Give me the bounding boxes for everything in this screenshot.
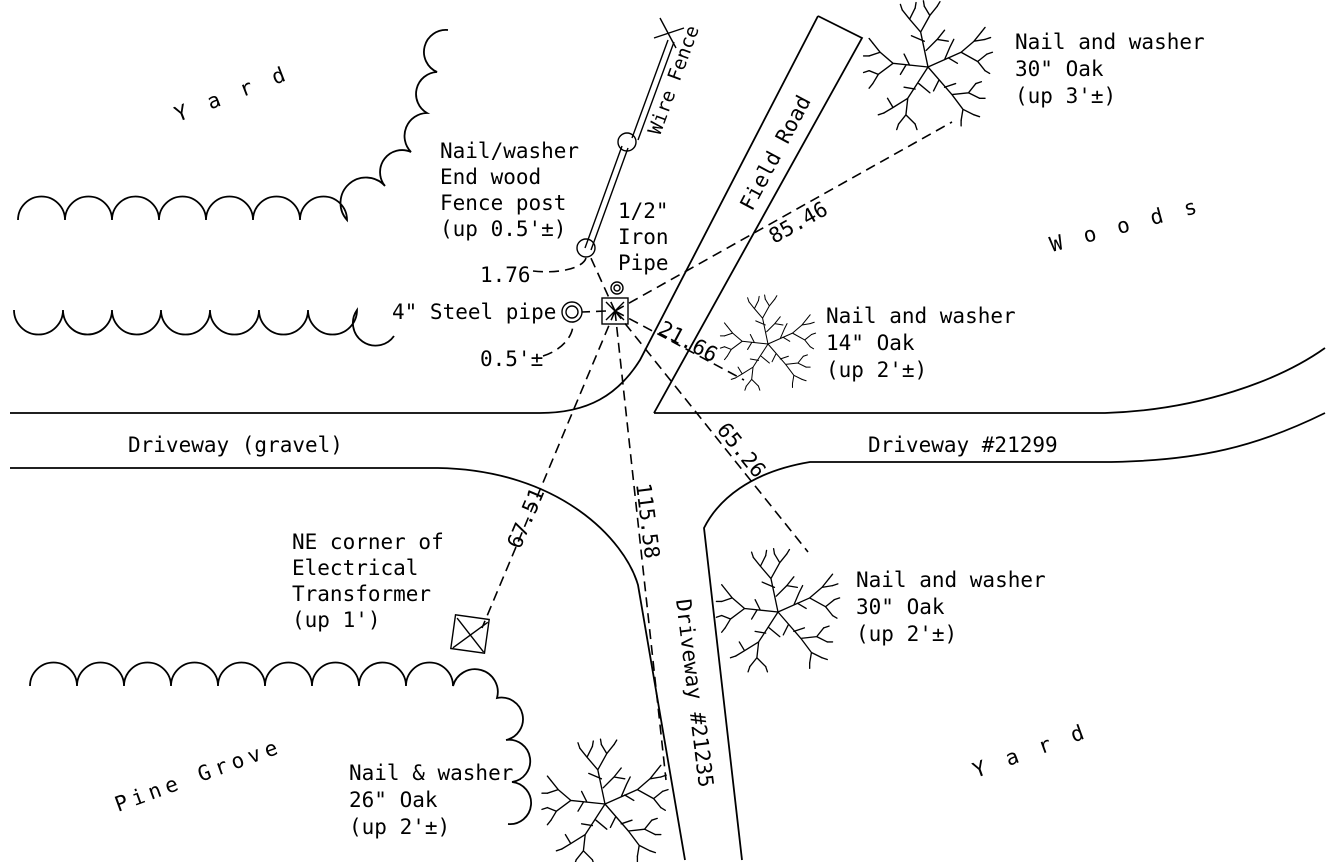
label-oak-ne-1: Nail and washer [1015, 30, 1205, 54]
label-fence-post-2: End wood [440, 165, 541, 189]
label-oak-26-2: 26" Oak [349, 788, 438, 812]
transformer-x [452, 617, 489, 653]
area-label-pine-grove: Pine Grove [112, 734, 286, 817]
label-fence-post-1: Nail/washer [440, 139, 579, 163]
distance-oak-14: 21.66 [655, 316, 722, 367]
label-oak-se-2: 30" Oak [856, 595, 945, 619]
label-driveway-21299: Driveway #21299 [868, 433, 1058, 457]
leader-steel-pipe [542, 321, 574, 357]
label-iron-pipe-line1: 1/2" [618, 199, 669, 223]
distance-fence-post: 1.76 [480, 263, 531, 287]
transformer-box [450, 614, 490, 654]
oak-30-ne-icon [862, 0, 994, 131]
label-transformer-2: Electrical [292, 556, 418, 580]
fence-post-marker-lower [576, 238, 596, 258]
area-label-yard-nw: Yard [171, 55, 309, 127]
wire-fence-end-x [653, 17, 685, 49]
area-label-yard-se: Yard [970, 713, 1108, 783]
label-driveway-gravel: Driveway (gravel) [128, 433, 343, 457]
label-driveway-21235: Driveway #21235 [671, 598, 718, 789]
label-oak-14-3: (up 2'±) [826, 358, 927, 382]
label-oak-se-3: (up 2'±) [856, 622, 957, 646]
iron-pipe-symbol-outer [610, 281, 624, 295]
wire-fence-line-b [590, 41, 675, 251]
label-oak-14-2: 14" Oak [826, 331, 915, 355]
label-oak-26-3: (up 2'±) [349, 815, 450, 839]
field-road-edge-east [653, 15, 864, 414]
label-fence-post-3: Fence post [440, 191, 566, 215]
steel-pipe-outer [561, 301, 583, 323]
area-label-woods: Woods [1047, 189, 1221, 257]
driveway-21299-edge-north [654, 347, 1326, 414]
driveway-21299-edge-south [703, 412, 1326, 861]
hedge-nw-row [17, 29, 449, 223]
distance-oak-se: 65.26 [712, 418, 770, 482]
label-oak-ne-2: 30" Oak [1015, 57, 1104, 81]
tie-line-oak-14 [614, 310, 745, 381]
label-fence-post-4: (up 0.5'±) [440, 217, 566, 241]
hedge-pine-grove [29, 661, 532, 825]
leader-fence-post [532, 257, 587, 273]
driveway-gravel-edge-south [10, 467, 686, 861]
oak-14-icon [719, 294, 817, 391]
driveway-gravel-edge-north [10, 15, 819, 414]
label-transformer-4: (up 1') [292, 608, 381, 632]
label-iron-pipe-line3: Pipe [618, 251, 669, 275]
oak-26-icon [541, 738, 669, 862]
tie-line-oak-se [614, 310, 809, 553]
steel-pipe-inner [565, 305, 579, 319]
tie-line-steel-pipe [581, 310, 607, 313]
distance-transformer: 67.51 [503, 484, 550, 552]
oak-30-se-icon [715, 547, 841, 673]
label-oak-14-1: Nail and washer [826, 304, 1016, 328]
tie-line-fence-post [589, 255, 616, 312]
label-steel-pipe: 4" Steel pipe [392, 300, 556, 324]
label-oak-26-1: Nail & washer [349, 761, 513, 785]
distance-steel-pipe: 0.5'± [480, 347, 543, 371]
label-transformer-3: Transformer [292, 582, 431, 606]
label-transformer-1: NE corner of [292, 530, 444, 554]
hedge-w-row [13, 307, 395, 347]
tie-line-transformer [481, 310, 616, 629]
distance-oak-ne: 85.46 [765, 197, 832, 249]
tie-line-oak-ne [614, 121, 953, 312]
iron-pipe-symbol-inner [613, 284, 621, 292]
distance-oak-26: 115.58 [631, 482, 664, 560]
tie-line-oak-26 [614, 310, 667, 781]
wire-fence-line-a [584, 39, 669, 249]
label-iron-pipe-line2: Iron [618, 225, 669, 249]
label-oak-ne-3: (up 3'±) [1015, 84, 1116, 108]
label-oak-se-1: Nail and washer [856, 568, 1046, 592]
fence-post-marker-upper [617, 132, 637, 152]
